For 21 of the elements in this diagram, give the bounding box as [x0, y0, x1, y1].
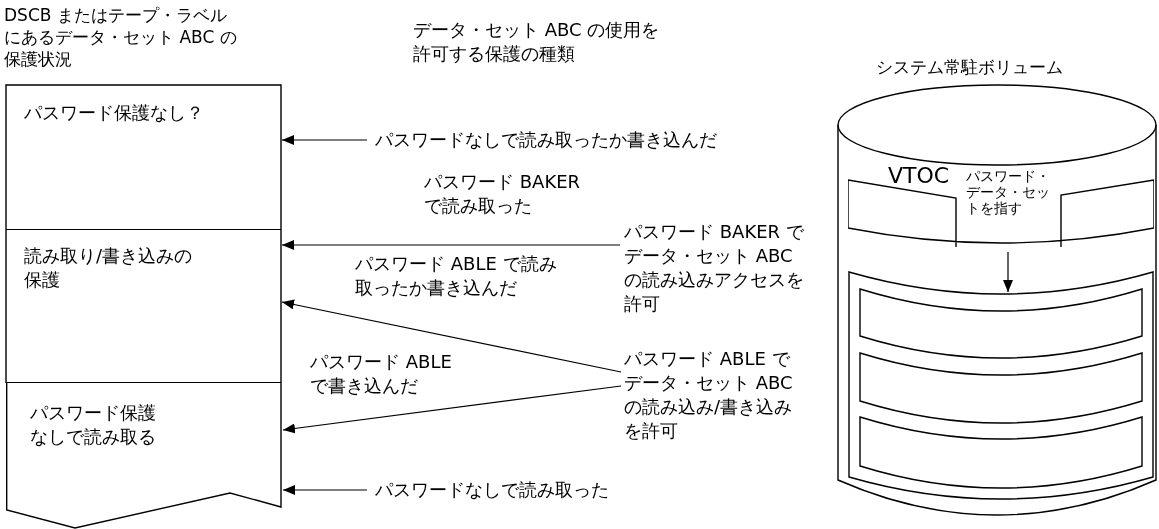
- arrow: [281, 299, 622, 373]
- vtoc-label: VTOC: [888, 162, 950, 190]
- arrow: [282, 485, 368, 495]
- arrow: [282, 385, 622, 434]
- section-text: パスワード保護なしで読み取る: [29, 401, 157, 449]
- arrow-note: パスワード ABLE でデータ・セット ABC の読み込み/書き込みを許可: [624, 347, 807, 443]
- annotation-text: パスワード BAKER で読み取った: [424, 170, 582, 218]
- document-section: 読み取り/書き込みの保護: [6, 230, 281, 383]
- volume-heading: システム常駐ボリューム: [876, 56, 1063, 79]
- document-section: パスワード保護なし？: [6, 85, 281, 230]
- arrow: [1003, 251, 1013, 293]
- arrow: [281, 135, 368, 145]
- document-heading: DSCB またはテープ・ラベルにあるデータ・セット ABC の保護状況: [4, 4, 238, 70]
- annotation-text: パスワード ABLE で書き込んだ: [310, 350, 453, 398]
- arrow: [281, 240, 621, 250]
- annotation-text: データ・セット ABC の使用を許可する保護の種類: [413, 18, 661, 66]
- arrow-note: パスワードなしで読み取った: [375, 478, 635, 502]
- arrow-note: パスワード BAKER でデータ・セット ABC の読み込みアクセスを許可: [624, 220, 807, 316]
- arrow-note: パスワードなしで読み取ったか書き込んだ: [375, 128, 755, 152]
- annotation-text: パスワード ABLE で読み取ったか書き込んだ: [355, 252, 558, 300]
- pointer-note: パスワード・データ・セットを指す: [966, 168, 1051, 216]
